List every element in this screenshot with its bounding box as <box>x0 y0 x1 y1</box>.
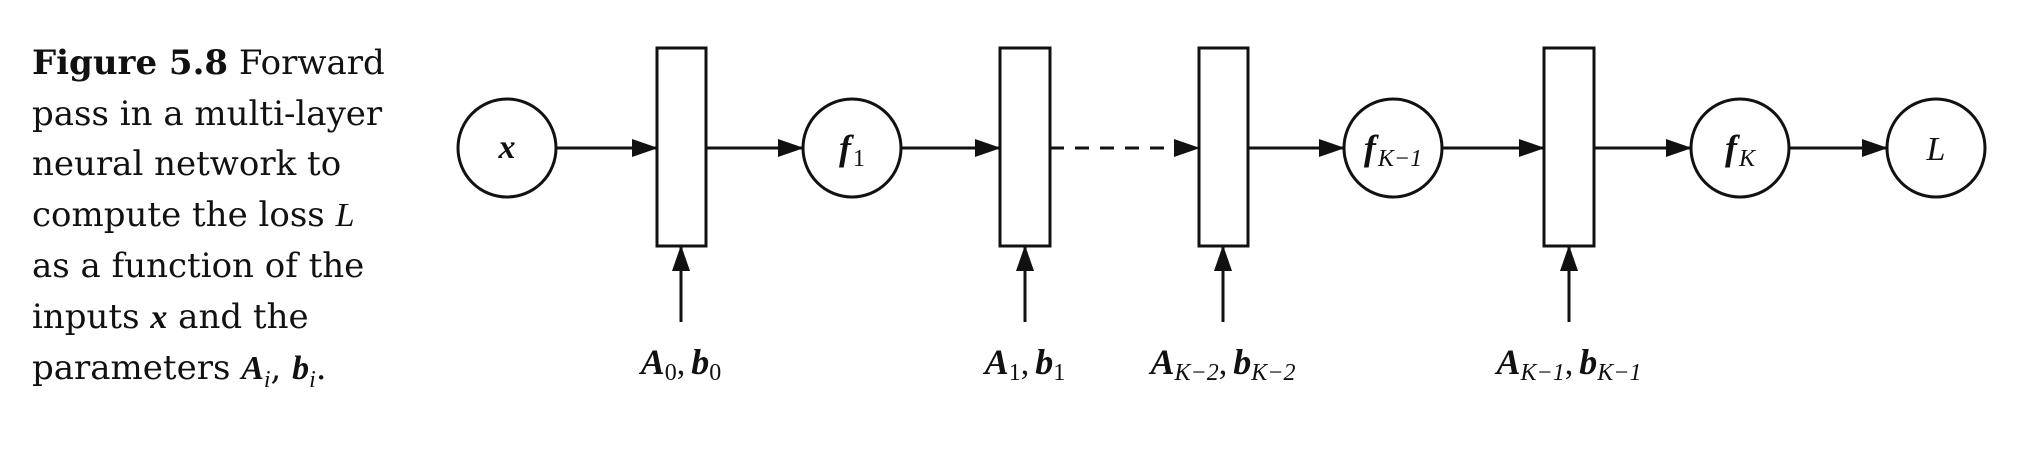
caption-text-6b: and the <box>178 296 309 337</box>
node-x-label: x <box>498 129 516 166</box>
node-fK-1-label: fK−1 <box>1364 128 1422 172</box>
node-f1-circle <box>801 97 903 199</box>
caption-param-a: Ai <box>241 350 271 393</box>
layer-box-K-2 <box>1197 46 1250 248</box>
layer-box-0 <box>655 46 708 248</box>
caption-text-7: parameters <box>32 348 231 388</box>
param-label-K-2: AK−2,bK−2 <box>1149 342 1296 386</box>
param-label-K-1: AK−1,bK−1 <box>1495 342 1642 386</box>
layer-box-1 <box>998 46 1052 248</box>
caption-text-1: Forward <box>238 43 385 83</box>
param-label-1: A1,b1 <box>983 342 1066 386</box>
caption-text-3: neural network to <box>32 144 342 184</box>
caption-loss-symbol: L <box>335 196 355 234</box>
caption-text-5: as a function of the <box>32 246 365 286</box>
caption-text-4: compute the loss <box>32 194 325 235</box>
caption-text-2: pass in a multi-layer <box>32 93 383 134</box>
caption-param-sep: , <box>270 348 282 388</box>
node-fK-label: fK <box>1725 128 1757 172</box>
node-L-label: L <box>1926 131 1946 168</box>
layer-box-K-1 <box>1542 46 1596 248</box>
caption-param-b: bi <box>292 350 316 393</box>
caption-text-6a: inputs <box>32 296 140 337</box>
caption-period: . <box>315 348 327 388</box>
caption-input-symbol: x <box>150 298 168 336</box>
figure-label: Figure 5.8 <box>32 43 229 83</box>
param-label-0: A0,b0 <box>639 342 722 386</box>
node-f1-label: f1 <box>839 128 865 172</box>
figure-caption: Figure 5.8 Forward pass in a multi-layer… <box>32 38 392 405</box>
